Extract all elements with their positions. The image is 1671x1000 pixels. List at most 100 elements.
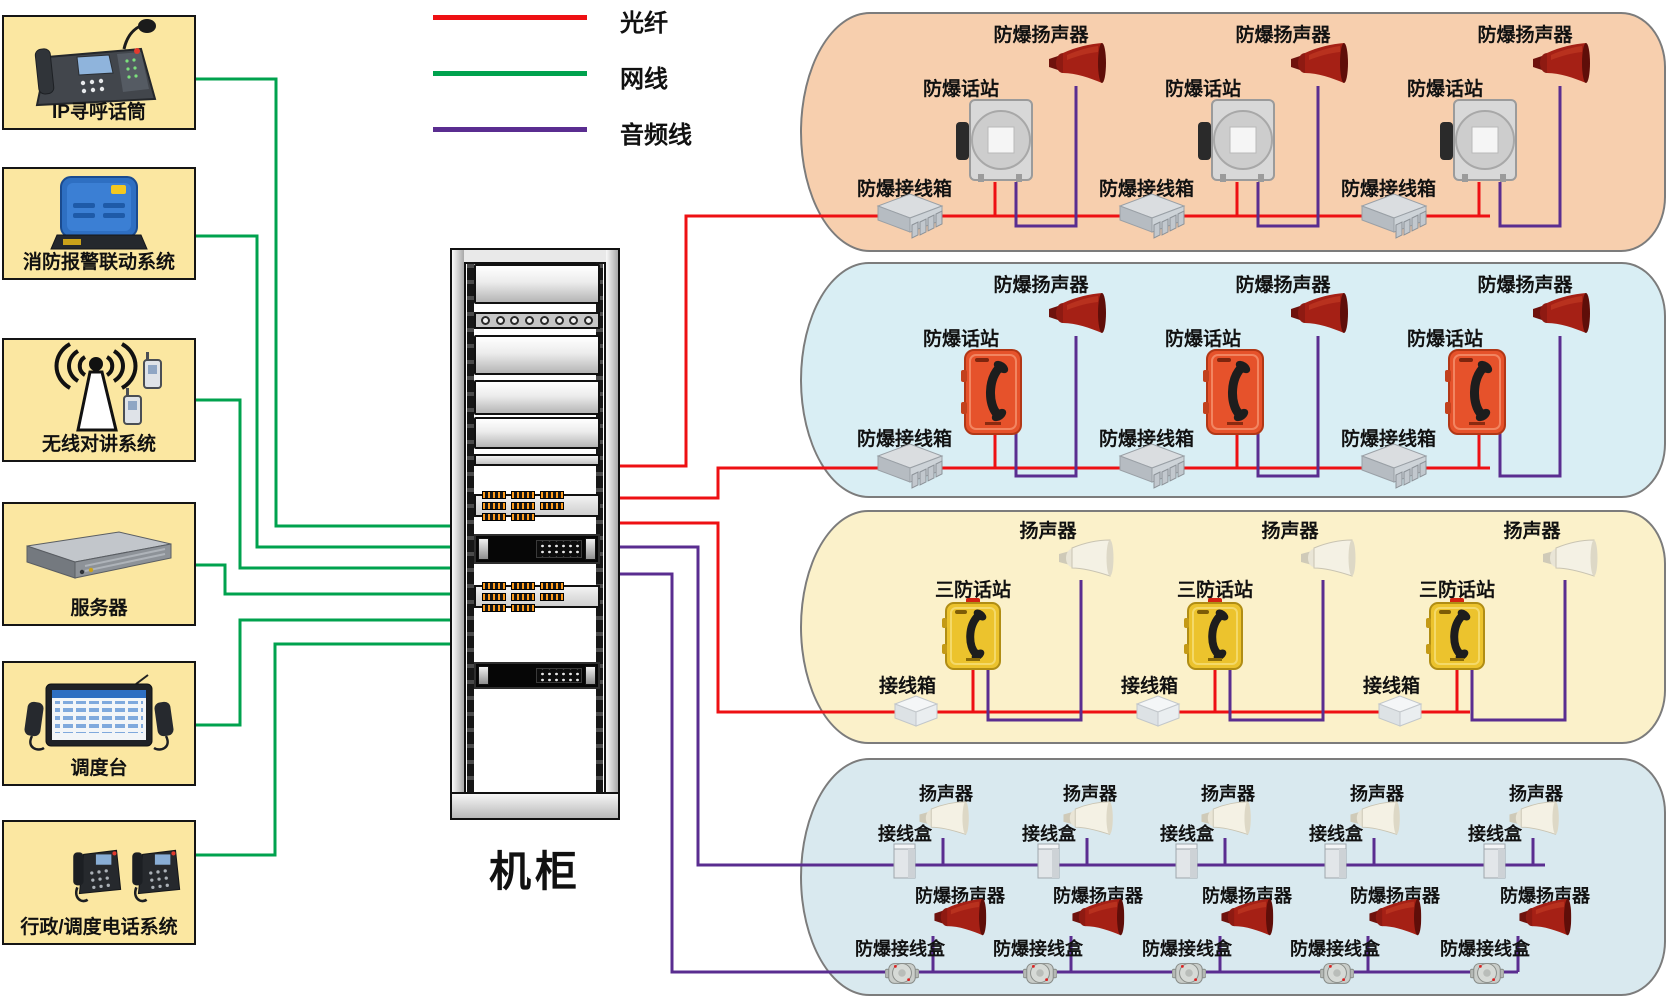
audio-z2 [1256,336,1320,478]
bc-group: 接线盒 扬声器 [1160,758,1505,878]
ex-phone-label: 防爆话站 [922,79,999,100]
ex-junction-cell-icon [885,956,919,990]
ex-horn-speaker-icon [1046,42,1106,86]
ex-horn-speaker-icon [1288,42,1348,86]
ex-speaker-label: 防爆扬声器 [1235,275,1331,296]
ex-junction-box-icon [1118,442,1186,492]
box-server: 服务器 [2,502,196,626]
patch-panel-1 [474,490,600,521]
box-label: 消防报警联动系统 [22,252,175,273]
ex-junction-cell-icon [1172,956,1206,990]
ex-junction-label: 防爆接线箱 [1340,179,1436,200]
zone-broadcast: 接线盒 扬声器 接线盒 扬声器 接线盒 扬声器 接线盒 扬声器 接线盒 扬声器 … [800,758,1666,996]
speaker-label: 扬声器 [1201,784,1255,804]
ex-speaker-label: 防爆扬声器 [1477,25,1573,46]
audio-matrix-2 [474,662,600,689]
speaker-label: 扬声器 [1503,521,1561,542]
ex-junction-cell-label: 防爆接线盒 [1440,939,1530,959]
ex-phone-label: 防爆话站 [1406,79,1483,100]
ex-phone-station-icon [1203,348,1267,436]
ex-horn-speaker-icon [1515,898,1573,938]
junction-cell-label: 接线盒 [878,824,932,844]
junction-label: 接线箱 [878,676,936,697]
audio-z2 [1498,336,1562,478]
audio-zone4-trunk-bottom [620,572,1518,974]
box-label: 行政/调度电话系统 [20,917,178,938]
server-icon [26,531,172,579]
ex-phone-label: 防爆话站 [1406,329,1483,350]
box-admin-phones: 行政/调度电话系统 [2,820,196,945]
net-fire-alarm [196,234,450,549]
rack-rail-left [452,250,466,818]
bc-ex-group: 防爆扬声器 防爆接线盒 [855,758,1215,990]
net-wireless [196,398,450,570]
tri-phone-label: 三防话站 [1176,580,1253,601]
ex-junction-box-icon [1360,442,1428,492]
net-console [196,618,450,727]
ex-junction-cell-icon [1470,956,1504,990]
audio-zone4-trunk-top [620,545,1545,867]
tri-phone-station-icon [1182,598,1248,670]
legend-fiber-line [433,15,587,20]
bc-group: 接线盒 扬声器 [878,758,1223,878]
ex-junction-box-icon [1118,192,1186,242]
bc-group: 接线盒 扬声器 [1468,758,1671,878]
ex-phone-station-icon [1198,98,1276,182]
tri-phone-label: 三防话站 [1418,580,1495,601]
blank-panel [474,380,600,415]
box-label: 调度台 [70,758,128,779]
ex-phone-label: 防爆话站 [922,329,999,350]
speaker-label: 扬声器 [1261,521,1319,542]
ex-group: 防爆扬声器 防爆话站 防爆接线箱 [1340,12,1670,242]
ex-group: 防爆扬声器 防爆话站 防爆接线箱 [1098,12,1428,242]
bc-ex-group: 防爆扬声器 防爆接线盒 [1440,758,1671,990]
net-server [196,563,450,596]
horn-speaker-icon [1540,538,1598,580]
fire-alarm-linkage-icon [50,176,148,250]
speaker-label: 扬声器 [919,784,973,804]
ex-group: 防爆扬声器 防爆话站 防爆接线箱 [856,262,1186,492]
legend-fiber-label: 光纤 [620,10,668,37]
ex-group: 防爆扬声器 防爆话站 防爆接线箱 [1098,262,1428,492]
ex-junction-cell-label: 防爆接线盒 [1290,939,1380,959]
junction-cell-label: 接线盒 [1468,824,1522,844]
bc-ex-group: 防爆扬声器 防爆接线盒 [1142,758,1502,990]
junction-label: 接线箱 [1120,676,1178,697]
net-ip-paging [196,77,450,528]
audio-z2 [1014,336,1078,478]
junction-box-icon [893,694,939,728]
audio-matrix-1 [474,534,600,564]
patch-panel-2 [474,581,600,612]
bc-ex-group: 防爆扬声器 防爆接线盒 [1290,758,1650,988]
ex-horn-speaker-icon [1068,898,1126,938]
junction-cell-label: 接线盒 [1022,824,1076,844]
rack-mount-rail [467,262,474,792]
ex-horn-speaker-icon [1288,292,1348,336]
box-ip-paging-mic: IP寻呼话筒 [2,15,196,130]
ex-junction-cell-label: 防爆接线盒 [993,939,1083,959]
box-label: IP寻呼话筒 [52,102,146,123]
zone-tri-proof: 扬声器 三防话站 接线箱 扬声器 三防话站 接线箱 扬声器 三防话站 接线箱 [800,510,1666,744]
audio-ports [536,668,582,683]
ex-group: 防爆扬声器 防爆话站 防爆接线箱 [856,12,1186,242]
fiber-zone1-trunk [620,214,1490,468]
ex-speaker-label: 防爆扬声器 [993,25,1089,46]
blank-panel [474,264,600,304]
ex-speaker-label: 防爆扬声器 [1477,275,1573,296]
ex-junction-box-icon [876,192,944,242]
ex-speaker-label: 防爆扬声器 [1235,25,1331,46]
ex-horn-speaker-icon [1530,42,1590,86]
box-label: 服务器 [70,598,128,619]
blank-panel [474,335,600,375]
speaker-label: 扬声器 [1509,784,1563,804]
fiber-cables [620,182,1490,714]
ex-horn-speaker-icon [1046,292,1106,336]
ex-phone-station-icon [1445,348,1509,436]
junction-box-icon [1135,694,1181,728]
ex-junction-cell-label: 防爆接线盒 [855,939,945,959]
box-wireless-intercom: 无线对讲系统 [2,338,196,462]
ex-junction-box-icon [1360,192,1428,242]
audio-z1 [1256,86,1320,228]
